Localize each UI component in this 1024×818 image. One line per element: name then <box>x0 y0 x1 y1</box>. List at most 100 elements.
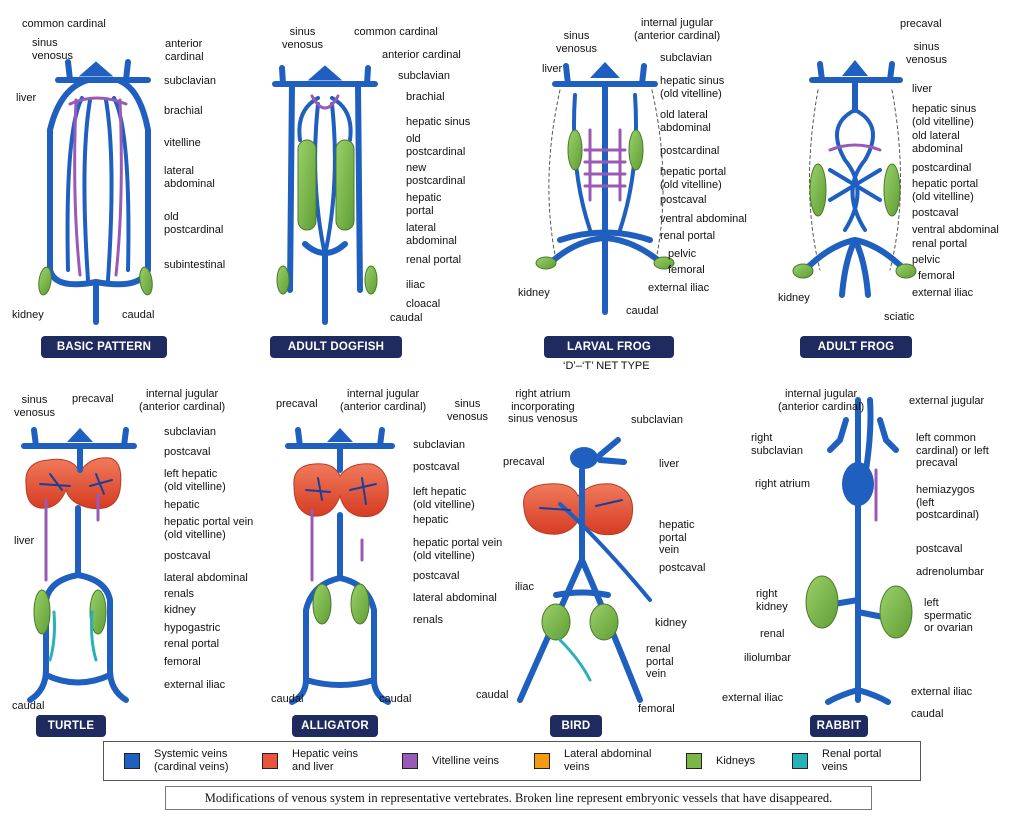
label: hepatic <box>164 499 200 511</box>
label: new postcardinal <box>406 162 466 187</box>
legend-item-lateral-abdominal-veins: Lateral abdominal veins <box>534 742 651 780</box>
larval-frog-diagram <box>535 62 675 315</box>
label: internal jugular (anterior cardinal) <box>778 388 865 413</box>
adult-dogfish-diagram <box>272 65 378 325</box>
legend-label: Kidneys <box>716 754 756 767</box>
label: external iliac <box>648 282 710 294</box>
label: caudal <box>379 693 412 705</box>
label: right subclavian <box>751 432 803 457</box>
label: renal portal <box>912 238 968 250</box>
label: brachial <box>164 105 203 117</box>
label: precaval <box>900 18 942 30</box>
label: caudal <box>390 312 423 324</box>
legend-swatch <box>686 753 702 769</box>
label: femoral <box>668 264 705 276</box>
legend-item-renal-portal-veins: Renal portal veins <box>792 742 881 780</box>
label: iliac <box>515 581 534 593</box>
label: caudal <box>122 309 155 321</box>
label: brachial <box>406 91 445 103</box>
label: lateral abdominal <box>164 165 215 190</box>
label: liver <box>912 83 933 95</box>
label: cloacal <box>406 298 441 310</box>
legend-item-kidneys: Kidneys <box>686 742 755 780</box>
label: old postcardinal <box>406 133 466 158</box>
label: hepatic sinus (old vitelline) <box>912 103 977 128</box>
legend-swatch <box>534 753 550 769</box>
label: kidney <box>12 309 44 321</box>
label: hepatic <box>413 514 449 526</box>
label: lateral abdominal <box>406 222 457 247</box>
label: caudal <box>476 689 509 701</box>
label: liver <box>16 92 37 104</box>
label: internal jugular (anterior cardinal) <box>634 17 721 42</box>
legend-label: Hepatic veins and liver <box>292 748 359 773</box>
panel-title-adult-dogfish: ADULT DOGFISH <box>270 336 402 358</box>
label: renal portal <box>660 230 716 242</box>
label: kidney <box>164 604 196 616</box>
label: precaval <box>276 398 318 410</box>
label: sinus venosus <box>14 394 55 419</box>
label: femoral <box>164 656 201 668</box>
label: postcaval <box>413 570 460 582</box>
legend-swatch <box>402 753 418 769</box>
label: internal jugular (anterior cardinal) <box>139 388 226 413</box>
label: sciatic <box>884 311 915 323</box>
label: renal portal <box>164 638 220 650</box>
label: hepatic sinus (old vitelline) <box>660 75 725 100</box>
adult-frog-diagram <box>792 60 917 298</box>
label: caudal <box>911 708 944 720</box>
label: hepatic portal vein (old vitelline) <box>413 537 503 562</box>
label: common cardinal <box>22 18 106 30</box>
label: left hepatic (old vitelline) <box>413 486 475 511</box>
label: renal <box>760 628 785 640</box>
label: postcardinal <box>912 162 972 174</box>
label: renals <box>164 588 194 600</box>
label: renal portal <box>406 254 462 266</box>
label: old lateral abdominal <box>660 109 711 134</box>
panel-title-bird: BIRD <box>550 715 602 737</box>
label: hepatic portal <box>406 192 442 217</box>
label: external iliac <box>722 692 784 704</box>
bird-diagram <box>517 437 652 703</box>
label: liver <box>542 63 563 75</box>
panel-title-adult-frog: ADULT FROG <box>800 336 912 358</box>
label: liver <box>14 535 35 547</box>
panel-title-basic-pattern: BASIC PATTERN <box>41 336 167 358</box>
label: postcaval <box>164 446 211 458</box>
label: anterior cardinal <box>165 38 204 63</box>
label: old postcardinal <box>164 211 224 236</box>
label: external iliac <box>911 686 973 698</box>
label: hepatic portal (old vitelline) <box>912 178 979 203</box>
label: external jugular <box>909 395 985 407</box>
label: postcaval <box>912 207 959 219</box>
label: hepatic portal vein (old vitelline) <box>164 516 254 541</box>
label: kidney <box>778 292 810 304</box>
label: postcaval <box>413 461 460 473</box>
label: iliolumbar <box>744 652 792 664</box>
label: postcaval <box>164 550 211 562</box>
label: pelvic <box>912 254 941 266</box>
label: left common cardinal) or left precaval <box>916 432 989 469</box>
legend-item-vitelline-veins: Vitelline veins <box>402 742 499 780</box>
label: left hepatic (old vitelline) <box>164 468 226 493</box>
label: subclavian <box>398 70 450 82</box>
label: hepatic portal (old vitelline) <box>660 166 727 191</box>
label: subclavian <box>413 439 465 451</box>
label: sinus venosus <box>556 30 597 55</box>
figure-caption: Modifications of venous system in repres… <box>165 786 872 810</box>
label: renal portal vein <box>646 643 674 680</box>
label: iliac <box>406 279 425 291</box>
turtle-diagram <box>21 427 137 703</box>
label: hypogastric <box>164 622 221 634</box>
label: sinus venosus <box>447 398 488 423</box>
label: precaval <box>503 456 545 468</box>
alligator-diagram <box>285 427 395 705</box>
label: postcaval <box>660 194 707 206</box>
label: right atrium incorporating sinus venosus <box>508 388 578 425</box>
label: liver <box>659 458 680 470</box>
legend-item-systemic-veins: Systemic veins (cardinal veins) <box>124 742 229 780</box>
legend-label: Systemic veins (cardinal veins) <box>154 748 229 773</box>
label: lateral abdominal <box>413 592 497 604</box>
label: sinus venosus <box>32 37 73 62</box>
